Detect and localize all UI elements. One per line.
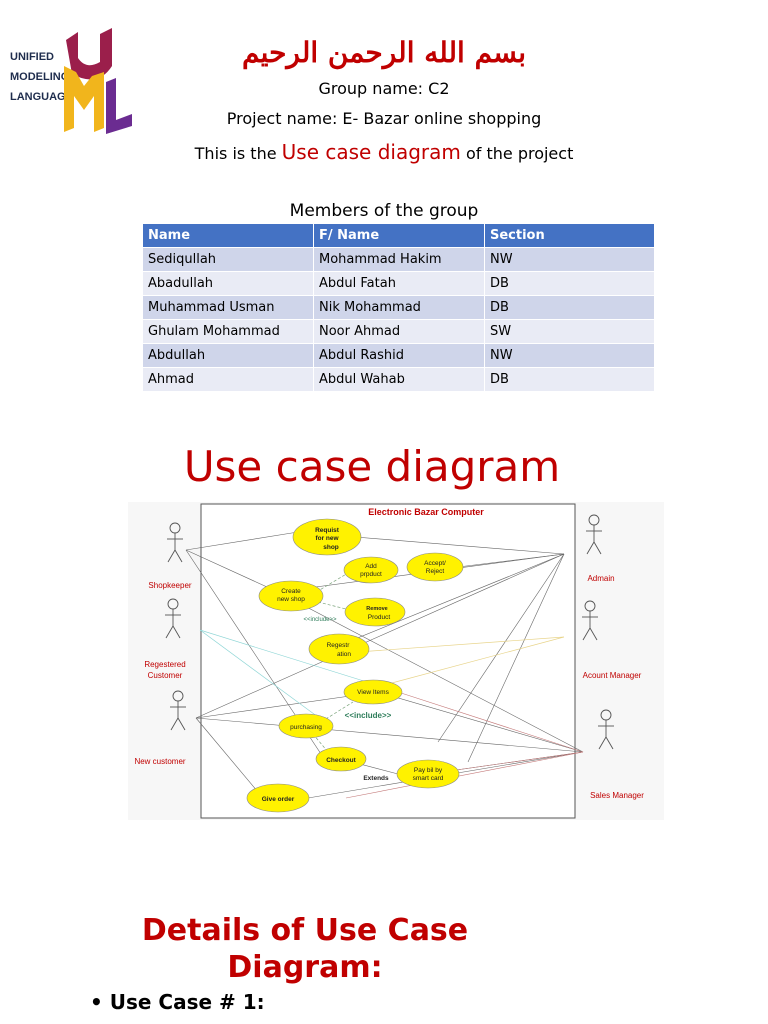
cell-section: SW	[484, 319, 655, 344]
usecase-remove-text-2: Product	[368, 614, 391, 621]
usecase-accept-reject	[406, 552, 464, 582]
usecase-accept-text-1: Accept/	[424, 560, 446, 567]
actor-registered-figure	[165, 598, 181, 639]
table-row: Muhammad Usman Nik Mohammad DB	[143, 295, 655, 320]
logo-u-shape	[66, 28, 112, 80]
cell-name: Abadullah	[143, 271, 314, 296]
details-heading-line-1: Details of Use Case	[141, 913, 469, 948]
usecase-request-text-1: Requist	[315, 527, 340, 534]
details-heading: Details of Use Case Diagram:	[110, 912, 500, 986]
usecase-pay-text-2: smart card	[413, 775, 444, 782]
column-header-fname: F/ Name	[313, 224, 485, 248]
system-title: Electronic Bazar Computer	[368, 507, 484, 517]
usecase-give-order	[246, 783, 310, 813]
usecase-registration-text-2: ation	[337, 651, 351, 658]
usecase-view-text: View Items	[357, 689, 389, 696]
use-case-1-label: Use Case # 1:	[109, 990, 265, 1014]
cell-fname: Nik Mohammad	[313, 295, 485, 320]
usecase-registration-text-1: Regestr	[327, 642, 351, 649]
table-row: Abdullah Abdul Rashid NW	[143, 343, 655, 368]
table-row: Sediqullah Mohammad Hakim NW	[143, 247, 655, 272]
uml-logo: UNIFIED MODELING LANGUAGE	[10, 28, 132, 134]
use-case-diagram: Electronic Bazar Computer	[128, 502, 664, 820]
cell-name: Ahmad	[143, 367, 314, 391]
actor-new-customer-figure	[170, 690, 186, 731]
usecase-request-text-3: shop	[323, 544, 339, 551]
usecase-checkout	[315, 746, 367, 772]
table-row: Ghulam Mohammad Noor Ahmad SW	[143, 319, 655, 344]
actor-sales-manager-label: Sales Manager	[590, 791, 644, 800]
usecase-pay-bill	[396, 759, 460, 789]
description-prefix: This is the	[194, 144, 282, 163]
usecase-create-shop	[258, 580, 324, 612]
cell-fname: Abdul Wahab	[313, 367, 485, 391]
description-highlight: Use case diagram	[281, 140, 461, 164]
cell-name: Sediqullah	[143, 247, 314, 272]
actor-shopkeeper-label: Shopkeeper	[148, 581, 191, 590]
column-header-section: Section	[484, 224, 655, 248]
members-table: Name F/ Name Section Sediqullah Mohammad…	[143, 224, 655, 391]
cell-section: NW	[484, 247, 655, 272]
column-header-name: Name	[143, 224, 314, 248]
actor-sales-manager-figure	[598, 709, 614, 750]
cell-section: DB	[484, 295, 655, 320]
actor-new-customer-label: New customer	[134, 757, 185, 766]
logo-text-language: LANGUAGE	[10, 91, 73, 103]
actor-registered-label-2: Customer	[148, 671, 183, 680]
include-label-1: <<include>>	[303, 617, 337, 623]
usecase-purchasing-text: purchasing	[290, 724, 322, 731]
usecase-registration	[308, 633, 370, 665]
cell-fname: Noor Ahmad	[313, 319, 485, 344]
cell-name: Ghulam Mohammad	[143, 319, 314, 344]
usecase-remove-text-1: Remove	[366, 606, 387, 612]
logo-text-modeling: MODELING	[10, 71, 69, 83]
table-row: Ahmad Abdul Wahab DB	[143, 367, 655, 391]
usecase-request-shop	[292, 518, 362, 556]
usecase-checkout-text: Checkout	[326, 757, 356, 764]
logo-l-shape	[106, 78, 132, 134]
usecase-create-text-1: Create	[281, 588, 301, 595]
cell-section: DB	[484, 367, 655, 391]
usecase-request-text-2: for new	[315, 535, 339, 542]
system-boundary	[200, 503, 576, 819]
cell-section: NW	[484, 343, 655, 368]
actor-admin-figure	[586, 514, 602, 555]
usecase-view-items	[343, 679, 403, 705]
table-header-row: Name F/ Name Section	[143, 224, 655, 248]
members-caption: Members of the group	[289, 201, 479, 221]
usecase-add-text-1: Add	[365, 563, 377, 570]
usecase-accept-text-2: Reject	[426, 568, 445, 575]
cell-section: DB	[484, 271, 655, 296]
diagram-description: This is the Use case diagram of the proj…	[0, 140, 768, 164]
table-row: Abadullah Abdul Fatah DB	[143, 271, 655, 296]
actor-admin-label: Admain	[587, 574, 614, 583]
section-title: Use case diagram	[183, 442, 561, 491]
bismillah-heading: بسم الله الرحمن الرحيم	[242, 36, 526, 69]
actor-account-manager-label: Acount Manager	[583, 671, 642, 680]
project-name: Project name: E- Bazar online shopping	[226, 109, 542, 128]
cell-fname: Abdul Fatah	[313, 271, 485, 296]
actor-account-manager-figure	[582, 600, 598, 641]
usecase-remove-product	[344, 597, 406, 627]
usecase-pay-text-1: Pay bil by	[414, 767, 443, 774]
logo-text-unified: UNIFIED	[10, 51, 54, 63]
cell-fname: Mohammad Hakim	[313, 247, 485, 272]
usecase-create-text-2: new shop	[277, 596, 305, 603]
group-name: Group name: C2	[318, 79, 450, 98]
cell-name: Abdullah	[143, 343, 314, 368]
details-heading-line-2: Diagram:	[227, 950, 383, 985]
include-label-2: <<include>>	[345, 711, 392, 720]
actor-registered-label-1: Regestered	[144, 660, 185, 669]
cell-name: Muhammad Usman	[143, 295, 314, 320]
extends-label: Extends	[363, 775, 389, 782]
usecase-add-text-2: prpduct	[360, 571, 382, 578]
actor-shopkeeper-figure	[167, 522, 183, 563]
logo-m-shape	[64, 66, 104, 132]
cell-fname: Abdul Rashid	[313, 343, 485, 368]
usecase-purchasing	[278, 713, 334, 739]
description-suffix: of the project	[460, 144, 574, 163]
use-case-1-bullet: • Use Case # 1:	[90, 990, 265, 1014]
usecase-add-product	[343, 556, 399, 584]
usecase-give-order-text: Give order	[262, 796, 295, 803]
